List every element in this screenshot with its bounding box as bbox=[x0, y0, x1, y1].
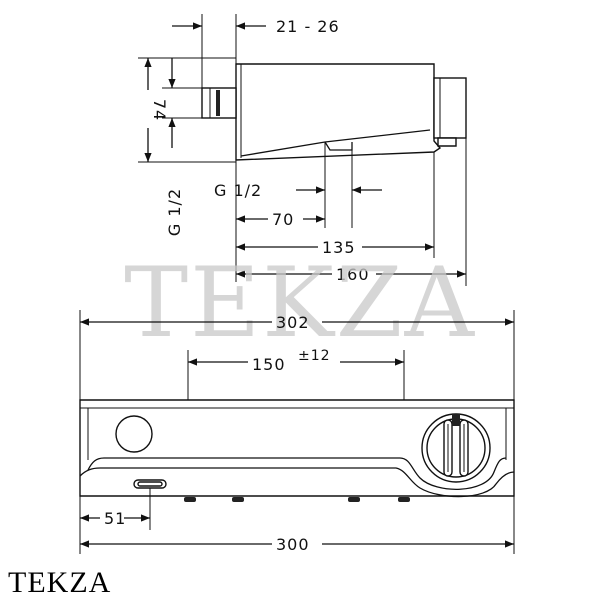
side-body bbox=[235, 63, 442, 161]
dim-tolerance: ±12 bbox=[298, 348, 331, 364]
dim-302: 302 bbox=[276, 313, 310, 332]
dim-height: 74 bbox=[150, 99, 169, 121]
dim-150: 150 bbox=[252, 355, 286, 374]
dim-thread-horizontal: G 1/2 bbox=[214, 181, 262, 200]
dim-51: 51 bbox=[104, 509, 126, 528]
front-view: 302 150 ±12 bbox=[79, 310, 515, 554]
dim-160: 160 bbox=[336, 265, 370, 284]
dim-135: 135 bbox=[322, 238, 356, 257]
brand-logo-text: TEKZA bbox=[8, 566, 112, 599]
mount-point bbox=[348, 497, 360, 502]
left-control-button[interactable] bbox=[115, 415, 153, 453]
dim-70: 70 bbox=[272, 210, 294, 229]
watermark: TEKZA bbox=[124, 247, 476, 359]
thermostat-knob[interactable] bbox=[421, 413, 491, 483]
side-outlet bbox=[324, 141, 353, 151]
mount-point bbox=[398, 497, 410, 502]
side-knob-foot bbox=[437, 137, 457, 147]
side-view: 21 - 26 74 G 1/2 G 1/2 70 135 160 bbox=[138, 14, 467, 286]
mount-point bbox=[232, 497, 244, 502]
side-knob-end bbox=[433, 77, 467, 139]
dim-300: 300 bbox=[276, 535, 310, 554]
mount-point bbox=[184, 497, 196, 502]
dim-thread-vertical: G 1/2 bbox=[165, 188, 184, 236]
dim-depth-range: 21 - 26 bbox=[276, 17, 340, 36]
